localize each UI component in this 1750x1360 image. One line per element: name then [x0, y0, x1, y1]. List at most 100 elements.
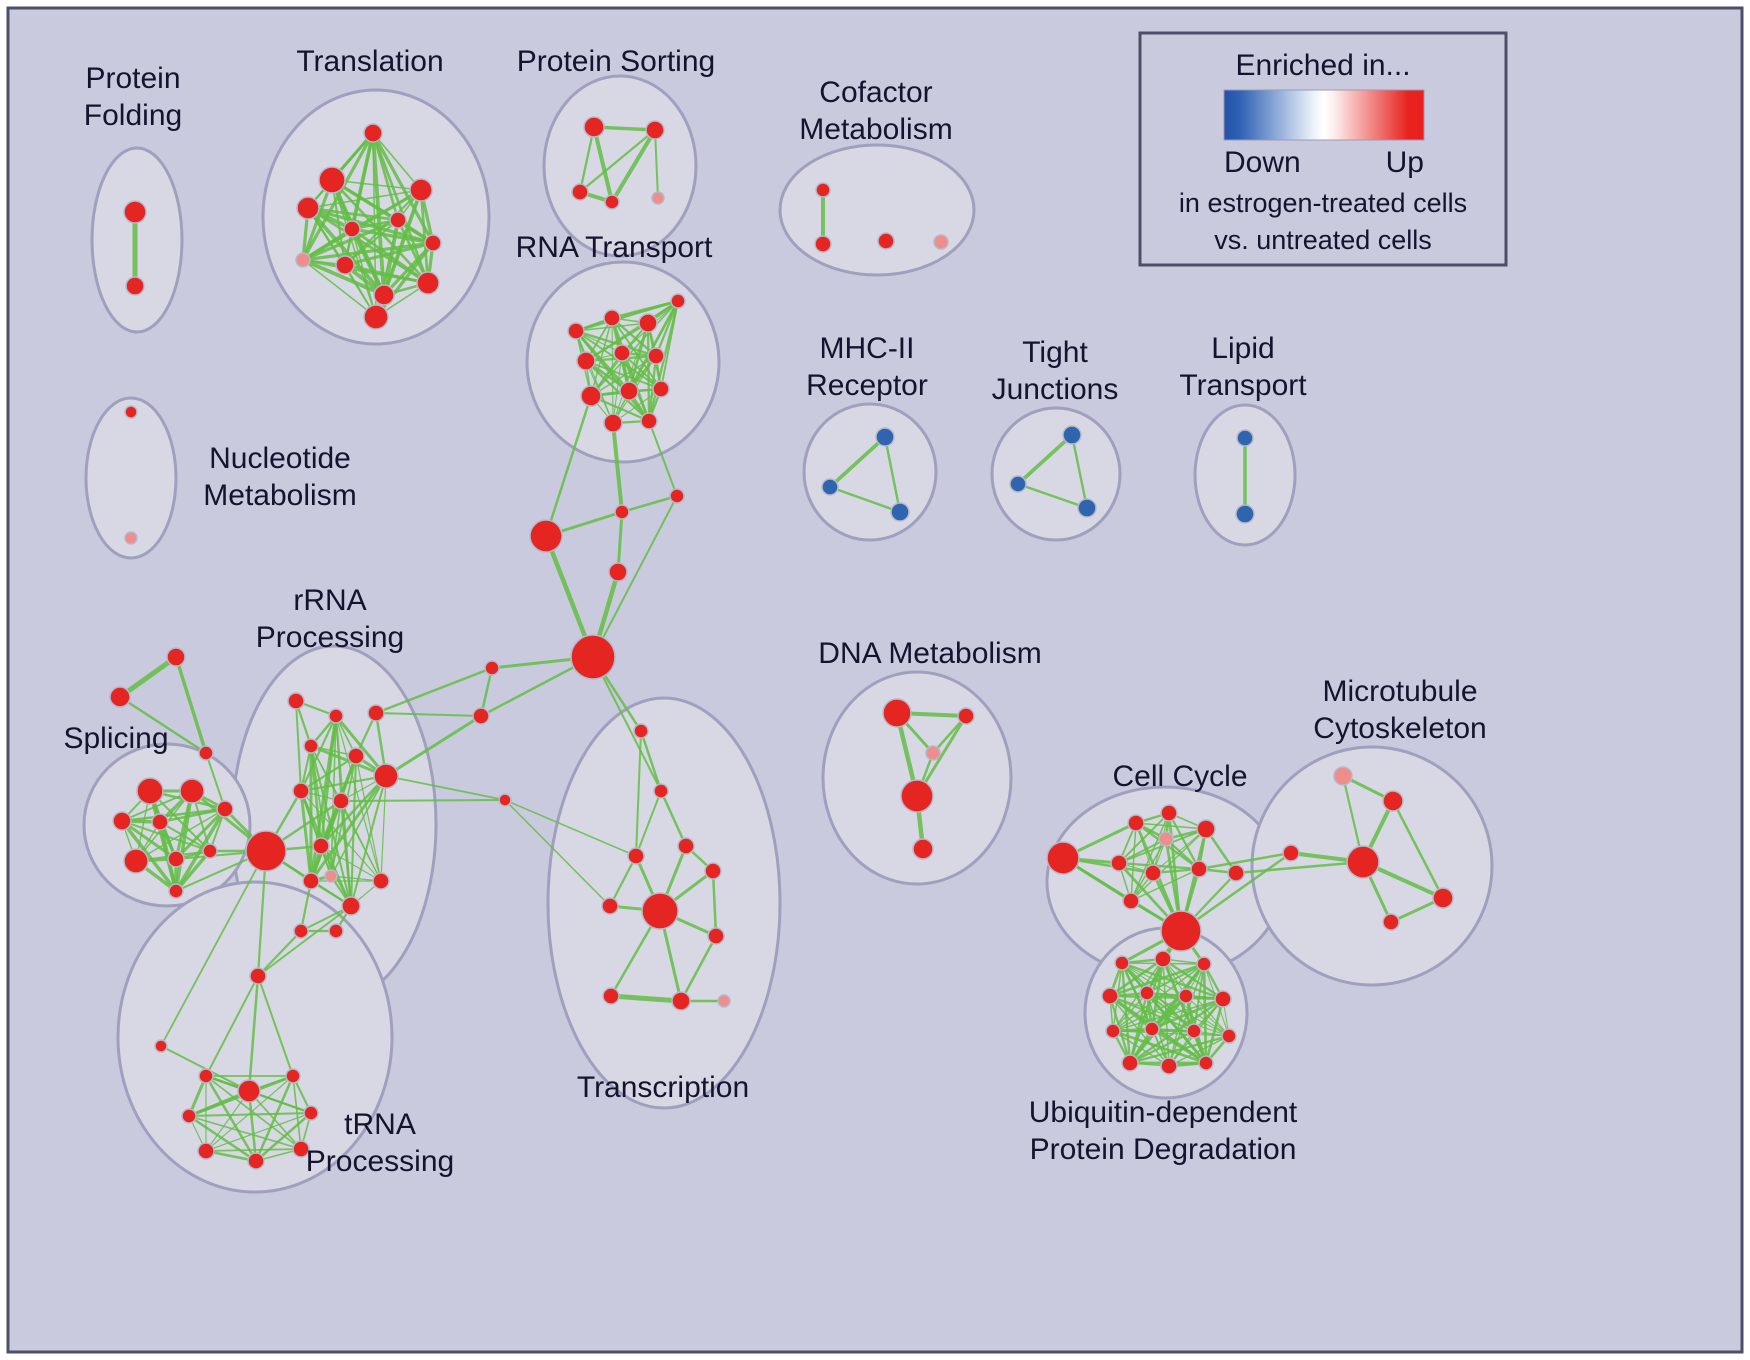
- network-edge: [174, 807, 227, 893]
- network-edge: [1109, 995, 1195, 1032]
- cluster-label-translation: Translation: [296, 45, 443, 78]
- cluster-label-dna-metabolism: DNA Metabolism: [818, 637, 1041, 670]
- network-edge: [828, 485, 902, 514]
- network-edge: [295, 700, 302, 792]
- network-node-rt5: [576, 351, 596, 371]
- network-node-s1: [136, 777, 164, 805]
- network-node-t8: [335, 255, 355, 275]
- network-edge: [158, 807, 227, 824]
- network-node-d3: [925, 745, 941, 761]
- network-node-m1: [484, 660, 500, 676]
- network-node-r7: [292, 782, 310, 800]
- network-edge: [205, 1090, 250, 1152]
- network-node-tn1: [249, 967, 267, 985]
- network-node-t5: [389, 211, 407, 229]
- network-node-x1: [166, 647, 186, 667]
- network-node-r5: [347, 747, 365, 765]
- network-edge: [1016, 482, 1089, 510]
- network-node-mc1: [1333, 766, 1353, 786]
- network-edge: [1197, 851, 1293, 871]
- network-node-m2: [472, 707, 490, 725]
- network-node-cm1: [815, 182, 831, 198]
- cluster-label-nucleotide-metabolism: Metabolism: [203, 479, 356, 512]
- network-node-tj3: [1077, 498, 1097, 518]
- network-node-u6: [1178, 988, 1194, 1004]
- network-edge: [351, 228, 377, 318]
- network-node-ps4: [604, 194, 620, 210]
- network-node-mc3: [1282, 844, 1300, 862]
- network-edge: [174, 789, 194, 893]
- network-node-r11: [324, 869, 338, 883]
- network-edge: [349, 774, 388, 908]
- network-edge: [300, 790, 382, 882]
- network-edge: [188, 1115, 302, 1150]
- network-edge: [1070, 433, 1089, 510]
- cluster-label-rrna-processing: rRNA: [293, 584, 366, 617]
- network-edge: [374, 666, 494, 715]
- cluster-label-nucleotide-metabolism: Nucleotide: [209, 442, 351, 475]
- network-edge: [299, 714, 338, 793]
- network-edge: [1112, 998, 1224, 1032]
- network-edge: [616, 510, 624, 574]
- network-node-r1: [287, 692, 305, 710]
- network-edge: [1130, 868, 1200, 902]
- network-node-cc4: [1196, 819, 1216, 839]
- network-edge: [1130, 812, 1170, 902]
- network-node-tn6: [303, 1105, 319, 1121]
- network-node-tn7: [197, 1142, 215, 1160]
- network-edge: [711, 869, 718, 938]
- network-node-x2: [109, 686, 131, 708]
- cluster-label-rrna-processing: Processing: [256, 621, 404, 654]
- network-edge: [639, 729, 663, 793]
- network-edge: [204, 1074, 258, 1163]
- cluster-label-trna-processing: Processing: [306, 1145, 454, 1178]
- network-node-u11: [1221, 1028, 1237, 1044]
- network-nodes-layer: [109, 116, 1454, 1170]
- network-edge: [340, 800, 382, 882]
- network-node-t11: [363, 304, 389, 330]
- network-edge: [306, 206, 386, 297]
- network-node-tr9: [602, 987, 620, 1005]
- network-node-tr6: [641, 892, 679, 930]
- network-edge: [330, 775, 387, 877]
- legend-caption-line2: vs. untreated cells: [1214, 225, 1432, 255]
- network-node-r13: [341, 896, 361, 916]
- network-node-u10: [1186, 1023, 1202, 1039]
- network-edge: [340, 799, 506, 802]
- network-node-u1: [1114, 955, 1130, 971]
- network-node-cm3: [877, 232, 895, 250]
- network-edge: [828, 435, 887, 489]
- network-node-tn9: [292, 1140, 310, 1158]
- network-node-pf1: [123, 200, 147, 224]
- network-edge: [350, 227, 386, 297]
- network-edge: [578, 128, 657, 194]
- network-node-r16: [293, 923, 309, 939]
- network-node-n1: [124, 405, 138, 419]
- network-node-r10: [312, 837, 330, 855]
- network-edge: [120, 807, 227, 823]
- network-node-t3: [296, 196, 320, 220]
- network-node-r9: [245, 830, 287, 872]
- legend-caption-line1: in estrogen-treated cells: [1179, 188, 1467, 218]
- network-edge: [350, 227, 435, 245]
- network-node-lt1: [1236, 429, 1254, 447]
- network-edge: [135, 808, 226, 862]
- network-edge: [612, 352, 623, 424]
- network-node-tr4: [627, 847, 645, 865]
- network-edge: [205, 1148, 302, 1152]
- cluster-label-lipid-transport: Lipid: [1211, 332, 1274, 365]
- network-edge: [299, 754, 358, 793]
- cluster-ellipse-nucleotide-metabolism: [84, 396, 178, 560]
- network-edge: [585, 300, 679, 362]
- network-edge: [1146, 963, 1205, 994]
- network-edge: [307, 189, 422, 209]
- network-node-u2: [1154, 950, 1172, 968]
- network-edge: [187, 1114, 258, 1163]
- network-node-cc8: [1190, 860, 1208, 878]
- network-node-s7: [167, 850, 185, 868]
- network-node-r14: [372, 872, 390, 890]
- cluster-label-mhc-ii-receptor: MHC-II: [820, 332, 915, 365]
- legend-down-label: Down: [1224, 146, 1301, 179]
- network-node-tr10: [671, 991, 691, 1011]
